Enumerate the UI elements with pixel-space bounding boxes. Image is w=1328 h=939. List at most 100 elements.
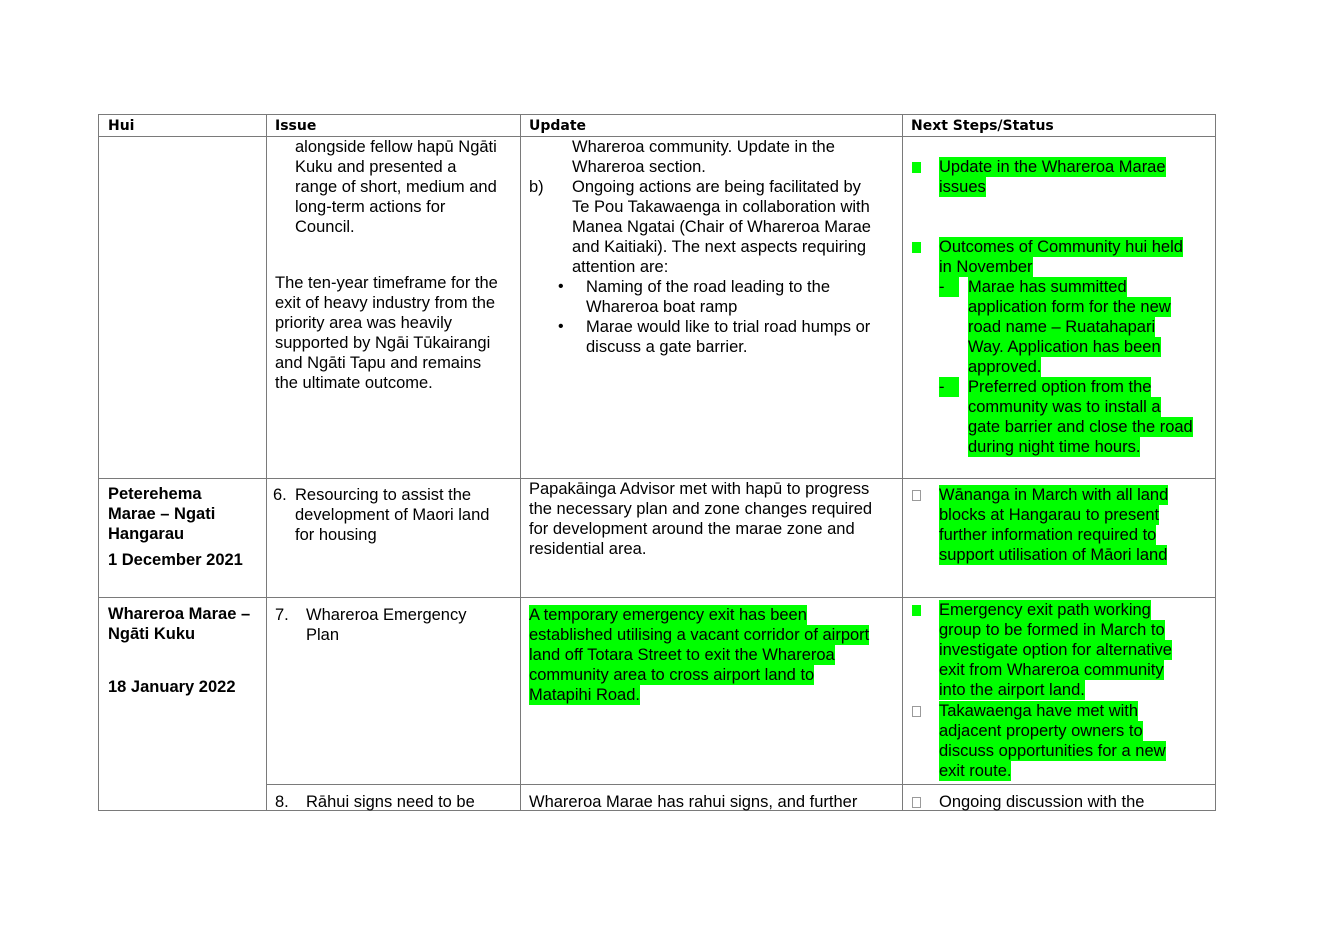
update-text-line: A temporary emergency exit has been	[529, 605, 807, 625]
column-divider	[902, 114, 903, 811]
issue-text-line: for housing	[295, 526, 377, 544]
update-text-line: for development around the marae zone an…	[529, 520, 855, 538]
dash-marker: -	[939, 377, 959, 397]
update-text-line: Manea Ngatai (Chair of Whareroa Marae	[572, 218, 871, 236]
next-step-line: community was to install a	[968, 397, 1161, 417]
next-step-line: Way. Application has been	[968, 337, 1161, 357]
update-text-line: established utilising a vacant corridor …	[529, 625, 870, 645]
checkbox-icon	[912, 162, 921, 173]
issue-text-line: Resourcing to assist the	[295, 486, 472, 504]
next-step-line: road name – Ruatahapari	[968, 317, 1156, 337]
update-text-line: land off Totara Street to exit the Whare…	[529, 645, 835, 665]
update-text-line: community area to cross airport land to	[529, 665, 815, 685]
issue-number: 6.	[273, 486, 287, 504]
update-text-line: discuss a gate barrier.	[586, 338, 748, 356]
hui-name-line: Whareroa Marae –	[108, 605, 251, 623]
next-step-line: Marae has summitted	[968, 277, 1127, 297]
issue-text-line: Rāhui signs need to be	[306, 793, 475, 811]
list-marker: b)	[529, 178, 544, 196]
next-step-line: blocks at Hangarau to present	[939, 505, 1160, 525]
next-step-line: Takawaenga have met with	[939, 701, 1139, 721]
update-text-line: the necessary plan and zone changes requ…	[529, 500, 873, 518]
next-step-line: Outcomes of Community hui held	[939, 237, 1183, 257]
issue-text-line: supported by Ngāi Tūkairangi	[275, 334, 491, 352]
issue-text-line: development of Maori land	[295, 506, 490, 524]
next-step-line: Emergency exit path working	[939, 600, 1151, 620]
table-border-bottom	[98, 810, 1216, 811]
next-step-line: in November	[939, 257, 1033, 277]
issue-text-line: priority area was heavily	[275, 314, 452, 332]
next-step-line: discuss opportunities for a new	[939, 741, 1166, 761]
update-text-line: attention are:	[572, 258, 669, 276]
next-step-line: Preferred option from the	[968, 377, 1152, 397]
issue-text-line: exit of heavy industry from the	[275, 294, 496, 312]
checkbox-icon	[912, 706, 921, 717]
update-text-line: residential area.	[529, 540, 647, 558]
next-step-line: adjacent property owners to	[939, 721, 1143, 741]
update-text-line: Marae would like to trial road humps or	[586, 318, 871, 336]
header-update: Update	[529, 118, 587, 134]
checkbox-icon	[912, 490, 921, 501]
next-step-line: application form for the new	[968, 297, 1171, 317]
issue-text-line: Kuku and presented a	[295, 158, 457, 176]
header-hui: Hui	[108, 118, 135, 134]
table-border-right	[1215, 114, 1216, 811]
update-text-line: Whareroa section.	[572, 158, 706, 176]
issue-text-line: the ultimate outcome.	[275, 374, 433, 392]
next-step-line: approved.	[968, 357, 1042, 377]
header-next-steps: Next Steps/Status	[911, 118, 1054, 134]
issue-text-line: The ten-year timeframe for the	[275, 274, 498, 292]
row-divider	[98, 597, 1216, 598]
issue-text-line: long-term actions for	[295, 198, 446, 216]
update-text-line: Whareroa Marae has rahui signs, and furt…	[529, 793, 858, 811]
table-border-left	[98, 114, 99, 811]
issue-text-line: and Ngāti Tapu and remains	[275, 354, 482, 372]
issue-text-line: Plan	[306, 626, 340, 644]
hui-name-line: Hangarau	[108, 525, 185, 543]
issue-number: 7.	[275, 606, 289, 624]
next-step-line: Update in the Whareroa Marae	[939, 157, 1166, 177]
checkbox-icon	[912, 797, 921, 808]
next-step-line: into the airport land.	[939, 680, 1085, 700]
next-step-line: investigate option for alternative	[939, 640, 1172, 660]
update-text-line: Papakāinga Advisor met with hapū to prog…	[529, 480, 870, 498]
update-text-line: Whareroa community. Update in the	[572, 138, 835, 156]
row-divider	[98, 478, 1216, 479]
next-step-line: Ongoing discussion with the	[939, 793, 1145, 811]
next-step-line: issues	[939, 177, 986, 197]
column-divider	[520, 114, 521, 811]
next-step-line: exit route.	[939, 761, 1012, 781]
hui-date: 18 January 2022	[108, 678, 236, 696]
hui-name-line: Marae – Ngati	[108, 505, 216, 523]
next-step-line: further information required to	[939, 525, 1157, 545]
header-issue: Issue	[275, 118, 317, 134]
header-divider	[98, 136, 1216, 137]
bullet-icon: •	[558, 278, 564, 295]
next-step-line: support utilisation of Māori land	[939, 545, 1168, 565]
next-step-line: exit from Whareroa community	[939, 660, 1164, 680]
dash-marker: -	[939, 277, 959, 297]
update-text-line: Naming of the road leading to the	[586, 278, 830, 296]
issue-text-line: Whareroa Emergency	[306, 606, 467, 624]
row-divider	[266, 784, 1216, 785]
issue-text-line: Council.	[295, 218, 355, 236]
table-border-top	[98, 114, 1216, 115]
next-step-line: gate barrier and close the road	[968, 417, 1193, 437]
update-text-line: Te Pou Takawaenga in collaboration with	[572, 198, 870, 216]
update-text-line: Ongoing actions are being facilitated by	[572, 178, 861, 196]
hui-name-line: Peterehema	[108, 485, 202, 503]
issue-text-line: alongside fellow hapū Ngāti	[295, 138, 497, 156]
next-step-line: Wānanga in March with all land	[939, 485, 1169, 505]
issue-number: 8.	[275, 793, 289, 811]
checkbox-icon	[912, 605, 921, 616]
hui-date: 1 December 2021	[108, 551, 243, 569]
next-step-line: group to be formed in March to	[939, 620, 1165, 640]
hui-name-line: Ngāti Kuku	[108, 625, 196, 643]
checkbox-icon	[912, 242, 921, 253]
update-text-line: and Kaitiaki). The next aspects requirin…	[572, 238, 867, 256]
column-divider	[266, 114, 267, 811]
bullet-icon: •	[558, 318, 564, 335]
update-text-line: Matapihi Road.	[529, 685, 640, 705]
next-step-line: during night time hours.	[968, 437, 1141, 457]
status-table: Hui Issue Update Next Steps/Status along…	[98, 114, 1216, 811]
